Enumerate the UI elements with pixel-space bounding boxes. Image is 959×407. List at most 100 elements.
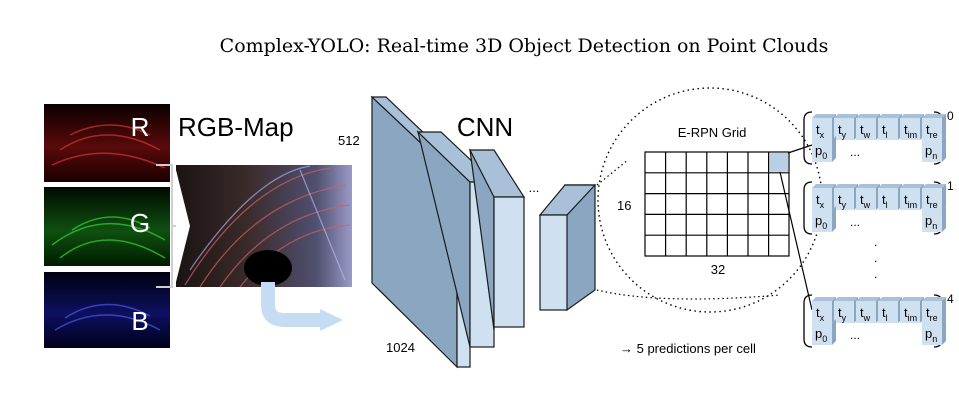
vector-param-label: tl: [882, 122, 888, 140]
vector-param-label: ty: [838, 305, 847, 323]
vector-bracket-left: [803, 181, 813, 235]
vector-param-label: tx: [816, 122, 825, 140]
zoom-line-top: [596, 159, 629, 186]
erpn-grid: [644, 151, 790, 257]
vector-cell: tim: [900, 184, 924, 210]
vector-cell: tx: [812, 114, 836, 140]
zoom-line-bottom: [596, 289, 781, 300]
channel-label-g: G: [130, 208, 150, 238]
cnn-ellipsis: ...: [529, 180, 540, 195]
blue-channel-points: [54, 303, 161, 331]
vector-bracket-left: [803, 111, 813, 165]
svg-text:pn: pn: [925, 213, 937, 231]
vector-cell: ty: [834, 114, 858, 140]
cell-link-bottom: [779, 171, 813, 311]
vector-cell: tl: [878, 184, 902, 210]
vector-p0-cell: p0: [812, 136, 836, 162]
dimension-512: 512: [338, 133, 360, 148]
vector-cell: tim: [900, 297, 924, 323]
vector-param-label: tre: [926, 192, 938, 210]
vector-param-label: tw: [860, 122, 871, 140]
vector-param-label: tl: [882, 305, 888, 323]
flow-arrow: [261, 282, 322, 327]
vector-param-label: tim: [904, 192, 917, 210]
vector-cell: tw: [856, 114, 880, 140]
vector-param-label: ty: [838, 192, 847, 210]
vector-param-label: tw: [860, 305, 871, 323]
dimension-1024: 1024: [386, 340, 415, 355]
cnn-blocks: [370, 95, 597, 369]
vector-cell: tw: [856, 297, 880, 323]
cnn-block-4-face: [539, 214, 568, 311]
vector-param-label: tim: [904, 122, 917, 140]
channel-separator: [40, 266, 174, 272]
vector-cell: tre: [922, 184, 946, 210]
vector-cell: ty: [834, 184, 858, 210]
channel-label-b: B: [131, 306, 148, 336]
vector-ellipsis: ...: [850, 145, 860, 159]
vector-pn-cell: pn: [922, 136, 946, 162]
grid-rows-label: 16: [617, 198, 631, 213]
vector-param-label: tx: [816, 305, 825, 323]
vector-cell: tl: [878, 297, 902, 323]
vector-ellipsis: ...: [850, 328, 860, 342]
diagram-title: Complex-YOLO: Real-time 3D Object Detect…: [220, 35, 829, 57]
vector-dots: .: [874, 235, 877, 249]
vector-cell: tx: [812, 297, 836, 323]
vector-dots: .: [874, 251, 877, 265]
flow-arrowhead: [320, 309, 343, 331]
highlighted-cell: [769, 153, 789, 172]
vector-cell: tre: [922, 297, 946, 323]
vector-cell: ty: [834, 297, 858, 323]
vector-index: 0: [947, 109, 954, 123]
vector-index: 1: [947, 179, 954, 193]
cell-link-top: [787, 144, 813, 154]
vector-param-label: tim: [904, 305, 917, 323]
rgb-map-points: [189, 165, 346, 281]
red-channel-image: [44, 104, 170, 182]
vector-param-label: ty: [838, 122, 847, 140]
svg-text:p0: p0: [815, 213, 827, 231]
vector-param-label: tre: [926, 122, 938, 140]
rgb-map-notch: [176, 170, 190, 282]
green-channel-points: [51, 216, 166, 259]
vector-bracket-left: [803, 294, 813, 348]
vector-ellipsis: ...: [850, 215, 860, 229]
rgb-map-shadow: [244, 250, 292, 286]
svg-text:pn: pn: [925, 326, 937, 344]
vector-pn-cell: pn: [922, 206, 946, 232]
rgb-map-points: [184, 167, 351, 288]
svg-text:pn: pn: [925, 143, 937, 161]
blue-channel-image: [44, 272, 170, 348]
cnn-label: CNN: [457, 112, 513, 142]
channel-images: R G B: [40, 104, 174, 348]
vector-cell: tim: [900, 114, 924, 140]
vector-dots: .: [874, 267, 877, 281]
svg-text:p0: p0: [815, 143, 827, 161]
rgb-map-label: RGB-Map: [178, 112, 294, 142]
red-channel-points: [51, 124, 166, 169]
vector-param-label: tw: [860, 192, 871, 210]
vector-cell: tre: [922, 114, 946, 140]
grid-cols-label: 32: [711, 262, 725, 277]
vector-param-label: tl: [882, 192, 888, 210]
vector-cell: tl: [878, 114, 902, 140]
vector-index: 4: [947, 292, 954, 306]
vector-p0-cell: p0: [812, 319, 836, 345]
svg-text:p0: p0: [815, 326, 827, 344]
channel-label-r: R: [131, 112, 150, 142]
vector-p0-cell: p0: [812, 206, 836, 232]
merge-bracket: [156, 164, 176, 288]
vector-cell: tx: [812, 184, 836, 210]
cnn-block-3-face: [493, 196, 525, 328]
vector-cell: tw: [856, 184, 880, 210]
vector-param-label: tx: [816, 192, 825, 210]
vector-pn-cell: pn: [922, 319, 946, 345]
channel-separator: [40, 182, 174, 187]
predictions-note: → 5 predictions per cell: [620, 341, 756, 356]
grid-title: E-RPN Grid: [678, 125, 747, 140]
